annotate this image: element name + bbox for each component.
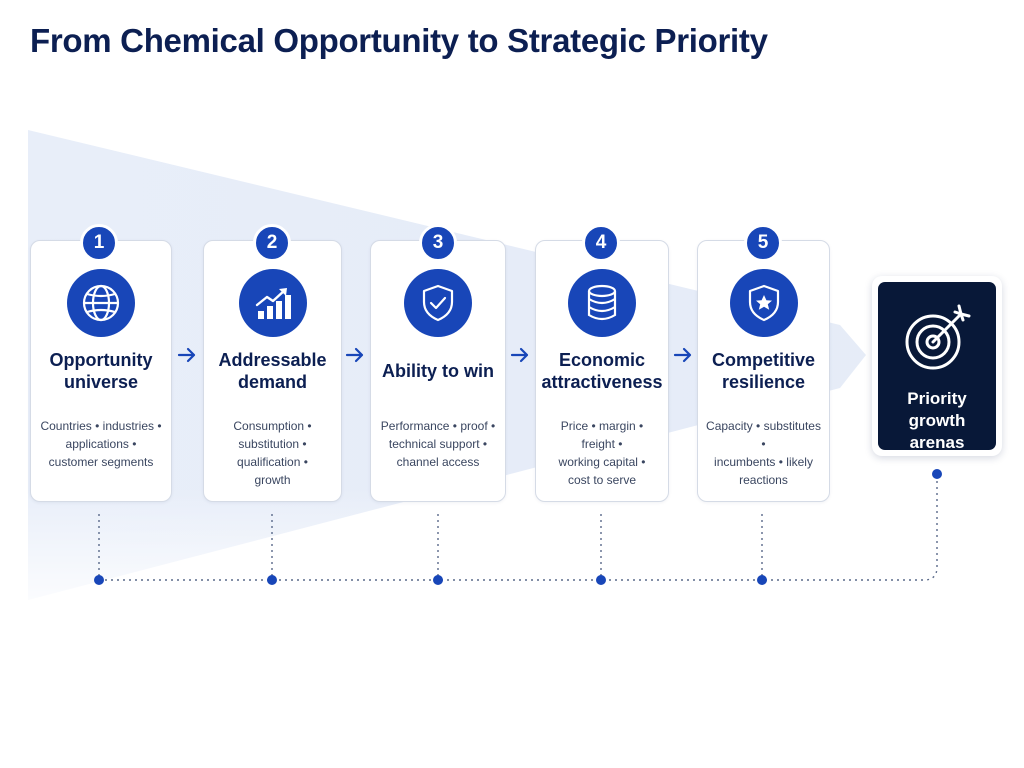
step-card-5: Competitive resilience Capacity • substi… [697, 240, 830, 502]
page-title: From Chemical Opportunity to Strategic P… [30, 22, 768, 59]
globe-icon [67, 269, 135, 337]
priority-growth-arenas-card: Priority growth arenas [872, 276, 1002, 456]
step-description: Performance • proof • technical support … [380, 419, 496, 469]
connector-dots [94, 469, 942, 585]
step-number-badge-2: 2 [253, 224, 291, 262]
step-number-badge-1: 1 [80, 224, 118, 262]
step-card-2: Addressable demand Consumption • substit… [203, 240, 342, 502]
shield-check-icon [404, 269, 472, 337]
step-title: Opportunity universe [49, 350, 153, 392]
final-title: Priority growth arenas [907, 389, 967, 452]
step-description: Countries • industries • applications • … [40, 419, 162, 469]
step-description: Price • margin • freight • working capit… [558, 419, 646, 487]
step-description: Capacity • substitutes • incumbents • li… [706, 419, 821, 487]
dotted-connector [98, 474, 938, 581]
step-number-badge-4: 4 [582, 224, 620, 262]
step-card-3: Ability to win Performance • proof • tec… [370, 240, 506, 502]
shield-star-icon [729, 269, 798, 337]
target-arrow-icon [905, 304, 971, 370]
arrow-right-icon [177, 347, 196, 363]
step-title: Ability to win [382, 361, 494, 381]
step-title: Competitive resilience [711, 350, 816, 392]
step-number-badge-5: 5 [744, 224, 782, 262]
growth-chart-icon [238, 269, 307, 337]
arrow-right-icon [510, 347, 529, 363]
arrow-right-icon [673, 347, 692, 363]
step-title: Economic attractiveness [541, 350, 663, 392]
step-card-4: Economic attractiveness Price • margin •… [535, 240, 669, 502]
step-card-1: Opportunity universe Countries • industr… [30, 240, 172, 502]
step-title: Addressable demand [218, 350, 327, 392]
database-icon [568, 269, 636, 337]
arrow-right-icon [345, 347, 364, 363]
step-description: Consumption • substitution • qualificati… [233, 419, 312, 487]
step-number-badge-3: 3 [419, 224, 457, 262]
